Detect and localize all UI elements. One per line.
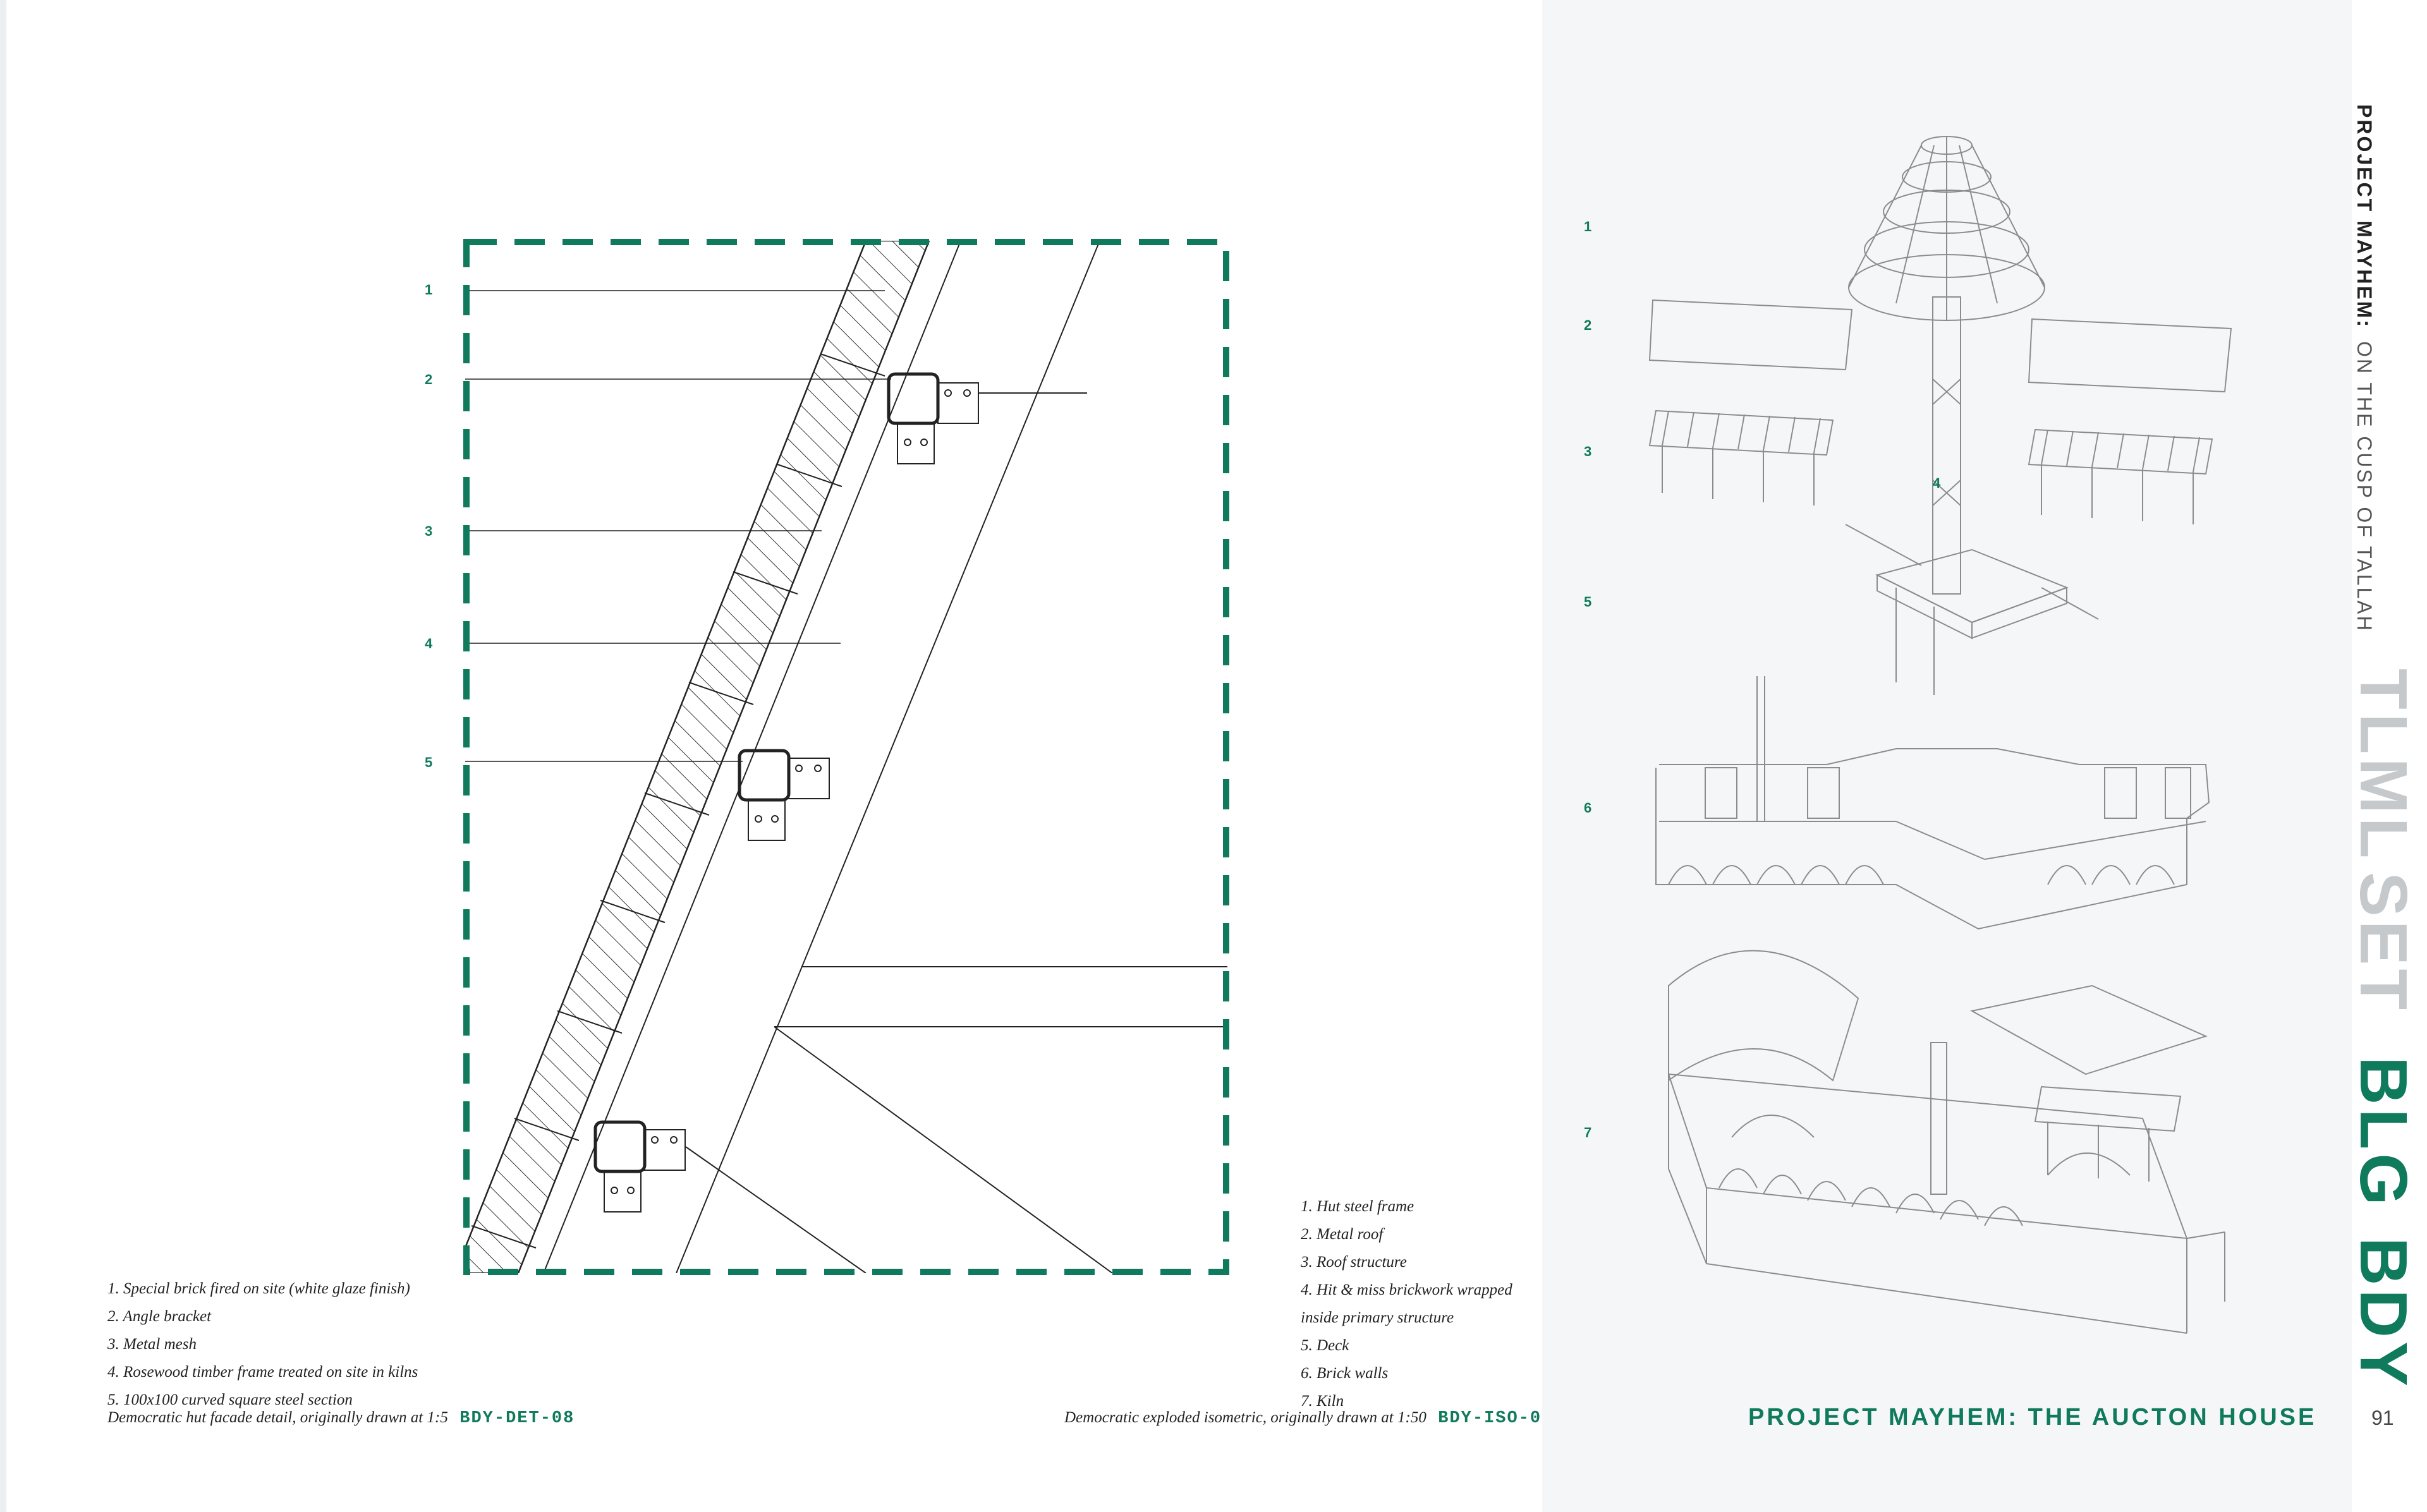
detail-callout-4: 4	[425, 636, 433, 651]
side-subtitle: ON THE CUSP OF TALLAH	[2353, 341, 2376, 632]
detail-caption-row: Democratic hut facade detail, originally…	[107, 1409, 575, 1428]
detail-note: 2. Angle bracket	[107, 1308, 212, 1325]
iso-code: BDY-ISO-04	[1438, 1409, 1554, 1428]
tab-tlml: TLML	[2346, 668, 2421, 862]
iso-callout-5: 5	[1584, 594, 1592, 610]
iso-callout-6: 6	[1584, 800, 1592, 816]
detail-callout-2: 2	[425, 372, 433, 387]
iso-callout-3: 3	[1584, 444, 1592, 459]
detail-note: 5. 100x100 curved square steel section	[107, 1391, 353, 1408]
iso-note: 1. Hut steel frame	[1301, 1198, 1414, 1215]
iso-caption: Democratic exploded isometric, originall…	[1064, 1409, 1426, 1426]
iso-callout-2: 2	[1584, 317, 1592, 333]
detail-code: BDY-DET-08	[459, 1409, 575, 1428]
iso-callout-7: 7	[1584, 1125, 1592, 1140]
detail-callout-1: 1	[425, 282, 433, 298]
tab-bdy: BDY	[2346, 1237, 2421, 1390]
iso-notes: 1. Hut steel frame 2. Metal roof 3. Roof…	[1301, 1193, 1541, 1415]
detail-note: 4. Rosewood timber frame treated on site…	[107, 1364, 418, 1381]
iso-note: 4. Hit & miss brickwork wrapped	[1301, 1281, 1512, 1298]
iso-callout-4: 4	[1933, 475, 1941, 491]
iso-note: 3. Roof structure	[1301, 1254, 1407, 1271]
page-edge-strip	[0, 0, 6, 1512]
facade-detail-drawing	[463, 239, 1229, 1275]
tab-blg: BLG	[2346, 1056, 2421, 1209]
iso-note: 7. Kiln	[1301, 1393, 1344, 1410]
detail-notes: 1. Special brick fired on site (white gl…	[107, 1275, 588, 1414]
iso-note: 2. Metal roof	[1301, 1226, 1384, 1243]
iso-note: 5. Deck	[1301, 1337, 1349, 1354]
tab-set: SET	[2346, 872, 2421, 1014]
iso-callout-1: 1	[1584, 219, 1592, 234]
iso-note: inside primary structure	[1301, 1309, 1454, 1326]
detail-callout-3: 3	[425, 523, 433, 539]
side-header-project: PROJECT MAYHEM: ON THE CUSP OF TALLAH	[2352, 104, 2376, 632]
detail-caption: Democratic hut facade detail, originally…	[107, 1409, 448, 1426]
detail-note: 3. Metal mesh	[107, 1336, 197, 1353]
iso-caption-row: Democratic exploded isometric, originall…	[1064, 1409, 1553, 1428]
page-number: 91	[2371, 1406, 2394, 1429]
detail-callout-5: 5	[425, 754, 433, 770]
side-project-name: PROJECT MAYHEM:	[2353, 104, 2376, 329]
exploded-isometric-drawing	[1648, 136, 2232, 1334]
iso-note: 6. Brick walls	[1301, 1365, 1389, 1382]
detail-note: 1. Special brick fired on site (white gl…	[107, 1280, 410, 1297]
project-title: PROJECT MAYHEM: THE AUCTON HOUSE	[1748, 1404, 2317, 1430]
